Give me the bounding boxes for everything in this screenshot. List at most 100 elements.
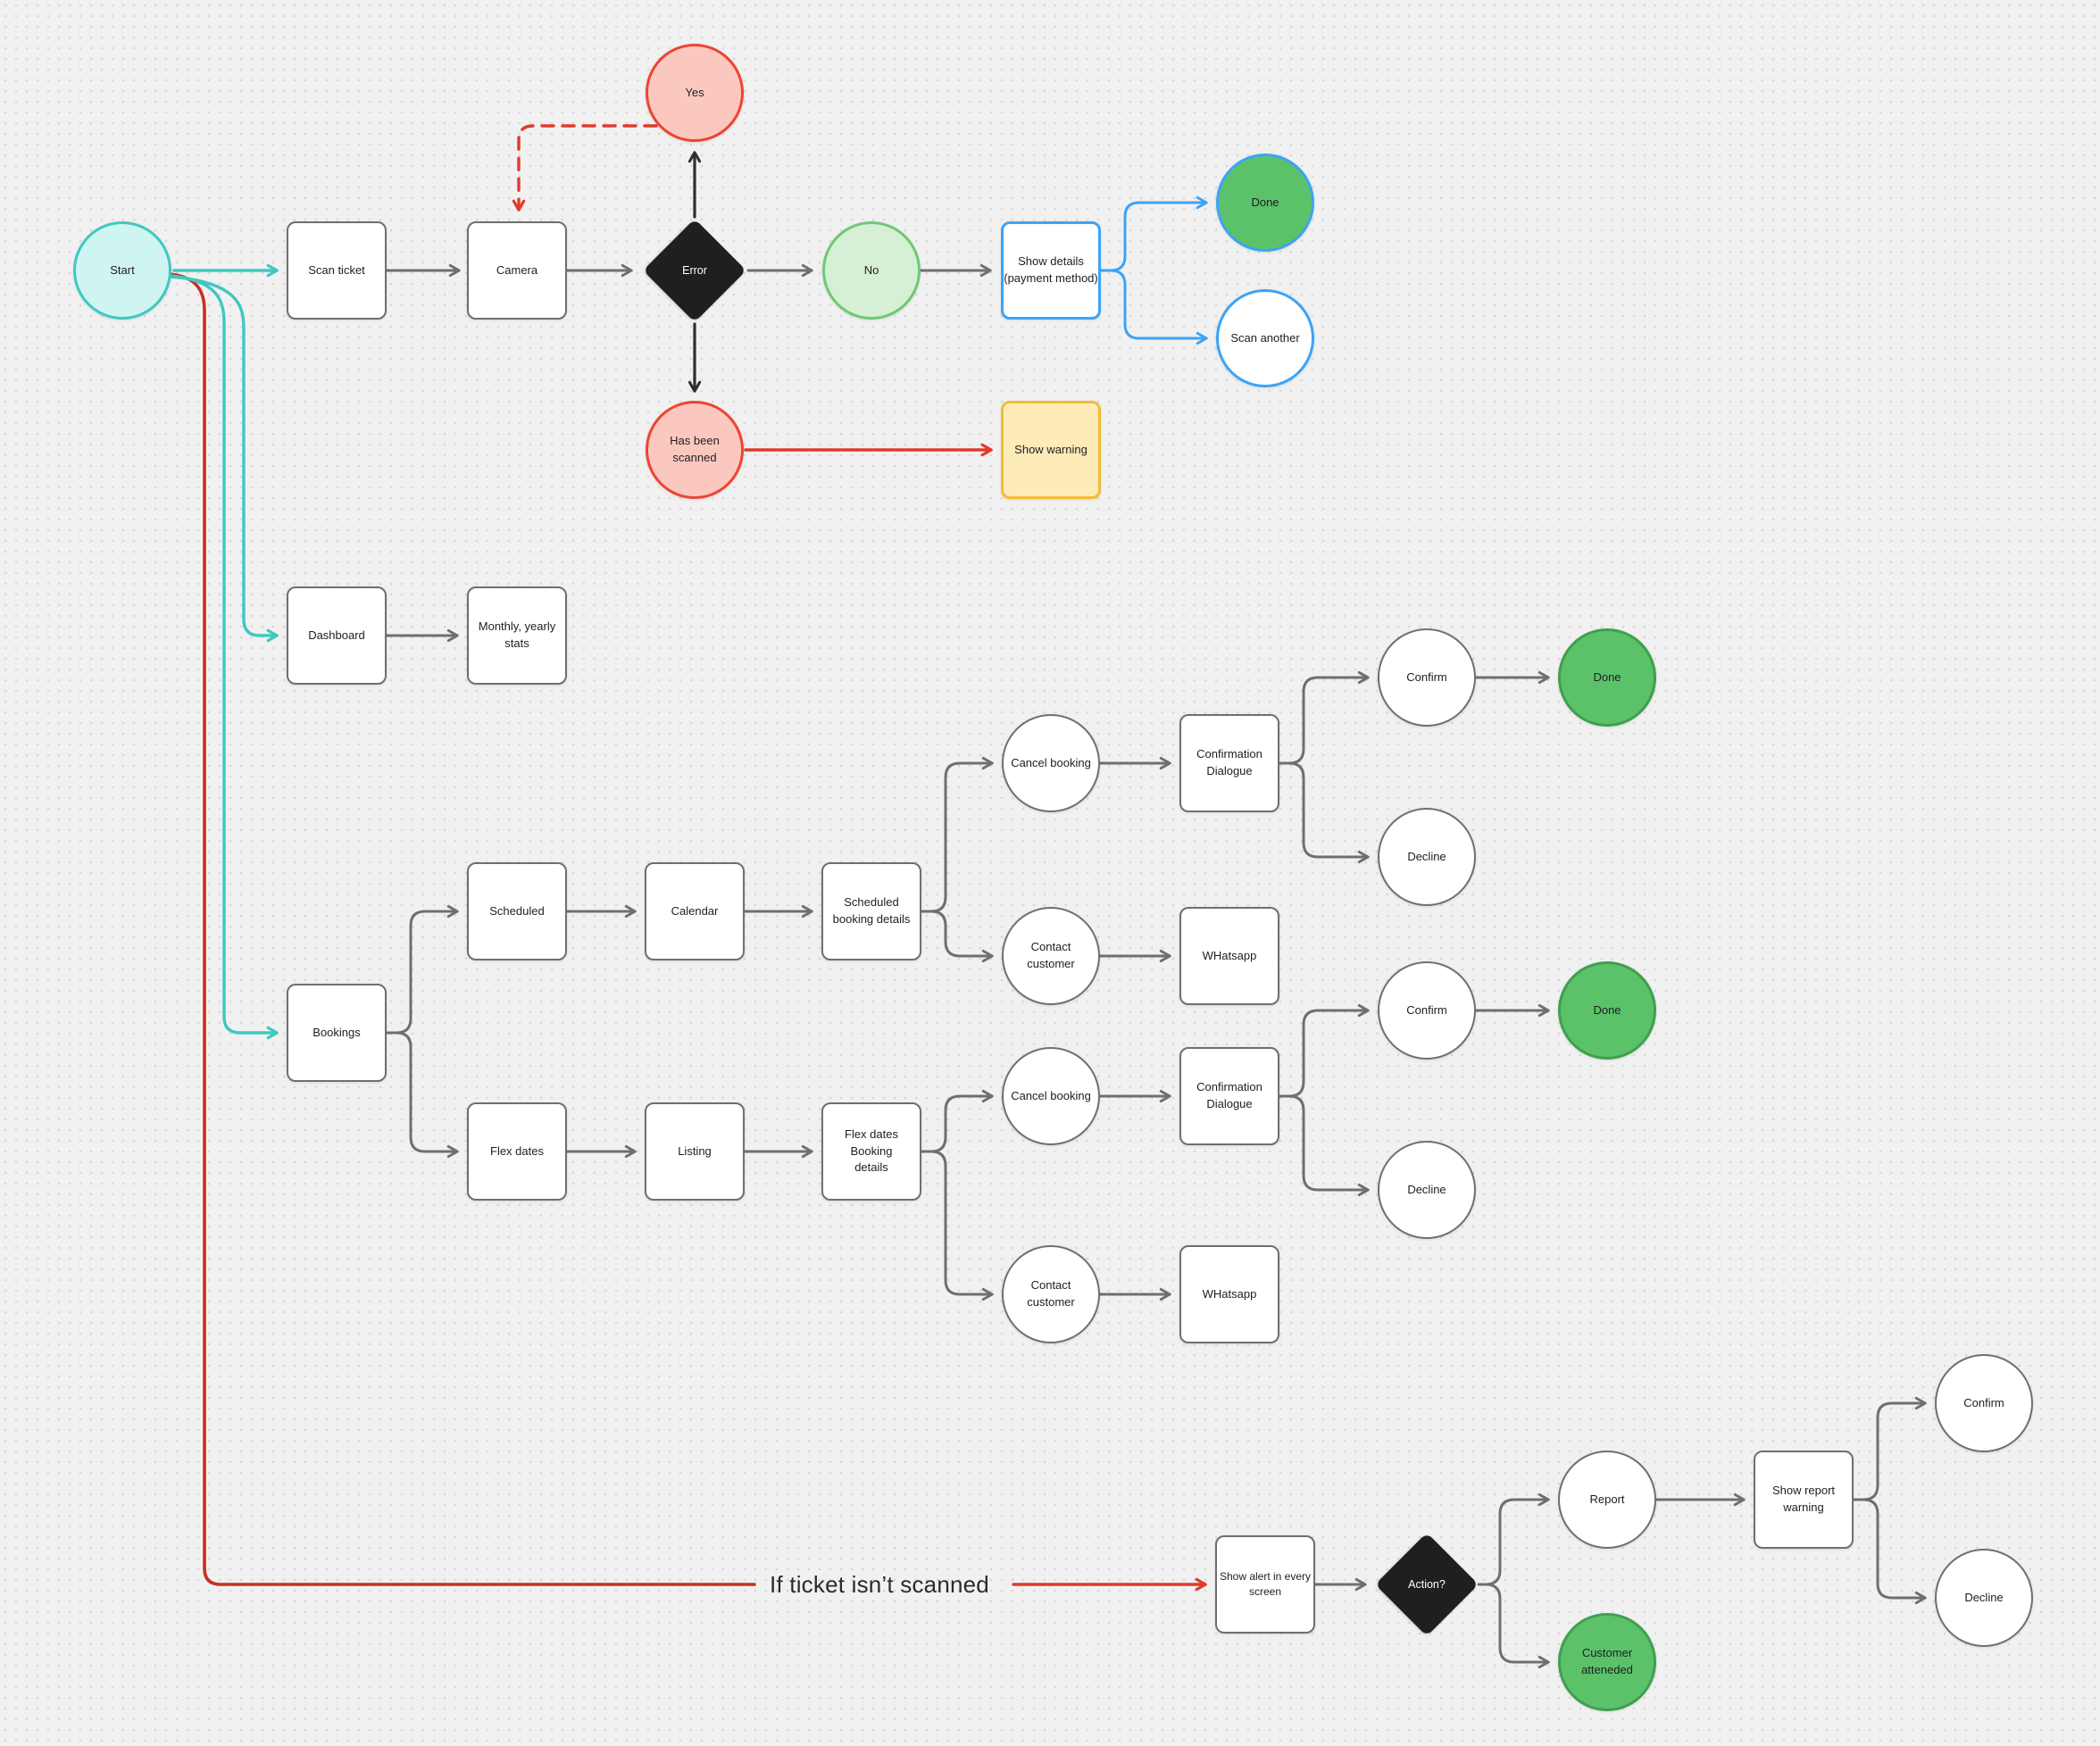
node-report-label: Report xyxy=(1589,1492,1625,1506)
node-flex-dates-label: Flex dates xyxy=(490,1143,544,1158)
connector-action-customer-attended[interactable] xyxy=(1484,1583,1550,1669)
node-dashboard-label: Dashboard xyxy=(308,628,365,642)
node-calendar-label: Calendar xyxy=(671,903,719,918)
node-bookings[interactable]: Bookings xyxy=(287,984,387,1082)
node-show-details[interactable]: Show details (payment method) xyxy=(1001,221,1101,320)
node-flex-dates-booking-details[interactable]: Flex dates Booking details xyxy=(821,1102,921,1201)
node-show-alert[interactable]: Show alert in every screen xyxy=(1215,1535,1315,1634)
node-decline-2-label: Decline xyxy=(1407,1182,1446,1196)
node-error-label: Error xyxy=(682,263,707,277)
connector-show-report-confirm3[interactable] xyxy=(1852,1396,1927,1501)
node-whatsapp-2[interactable]: WHatsapp xyxy=(1179,1245,1279,1343)
node-decline-1[interactable]: Decline xyxy=(1378,808,1476,906)
node-decline-1-label: Decline xyxy=(1407,849,1446,863)
node-customer-attended-label: Customer atteneded xyxy=(1581,1646,1633,1676)
node-contact-customer-1-label: Contact customer xyxy=(1027,940,1075,970)
node-action-label: Action? xyxy=(1408,1577,1446,1591)
connector-show-details-scan-another[interactable] xyxy=(1109,269,1208,345)
connector-sched-details-contact1[interactable] xyxy=(929,910,994,963)
connector-flex-details-contact2[interactable] xyxy=(929,1150,994,1301)
node-report[interactable]: Report xyxy=(1558,1451,1656,1549)
node-show-warning-label: Show warning xyxy=(1014,442,1088,456)
node-scan-ticket[interactable]: Scan ticket xyxy=(287,221,387,320)
node-customer-attended[interactable]: Customer atteneded xyxy=(1558,1613,1656,1711)
node-has-been-scanned[interactable]: Has been scanned xyxy=(646,401,744,499)
node-confirm-3[interactable]: Confirm xyxy=(1935,1354,2033,1452)
connector-bookings-scheduled[interactable] xyxy=(385,904,459,1035)
node-contact-customer-2[interactable]: Contact customer xyxy=(1002,1245,1100,1343)
node-cancel-booking-2-label: Cancel booking xyxy=(1011,1088,1091,1102)
node-done-scan-flow-label: Done xyxy=(1251,195,1279,209)
node-error-decision[interactable]: Error xyxy=(643,219,746,322)
node-listing[interactable]: Listing xyxy=(645,1102,745,1201)
node-monthly-stats[interactable]: Monthly, yearly stats xyxy=(467,586,567,685)
node-show-report-warning[interactable]: Show report warning xyxy=(1754,1451,1854,1549)
connector-sched-details-cancel1[interactable] xyxy=(920,756,994,913)
node-dashboard[interactable]: Dashboard xyxy=(287,586,387,685)
node-scan-ticket-label: Scan ticket xyxy=(308,262,365,277)
node-start[interactable]: Start xyxy=(73,221,171,320)
connector-confdlg2-confirm2[interactable] xyxy=(1278,1003,1370,1098)
connector-show-details-done[interactable] xyxy=(1099,195,1208,272)
node-confirmation-dialogue-2-label: Confirmation Dialogue xyxy=(1196,1080,1262,1110)
node-listing-label: Listing xyxy=(678,1143,712,1158)
node-confirm-3-label: Confirm xyxy=(1963,1395,2004,1409)
node-flex-dates-booking-details-label: Flex dates Booking details xyxy=(845,1127,898,1175)
connector-flex-details-cancel2[interactable] xyxy=(920,1089,994,1153)
node-confirmation-dialogue-1-label: Confirmation Dialogue xyxy=(1196,747,1262,777)
node-yes-label: Yes xyxy=(685,85,704,99)
connector-confdlg2-decline2[interactable] xyxy=(1288,1094,1370,1197)
node-confirmation-dialogue-1[interactable]: Confirmation Dialogue xyxy=(1179,714,1279,812)
connector-confdlg1-decline1[interactable] xyxy=(1288,761,1370,864)
node-decline-2[interactable]: Decline xyxy=(1378,1141,1476,1239)
node-confirm-2-label: Confirm xyxy=(1406,1002,1447,1017)
node-yes[interactable]: Yes xyxy=(646,44,744,142)
node-confirm-1-label: Confirm xyxy=(1406,669,1447,684)
node-contact-customer-2-label: Contact customer xyxy=(1027,1278,1075,1309)
node-cancel-booking-2[interactable]: Cancel booking xyxy=(1002,1047,1100,1145)
node-monthly-stats-label: Monthly, yearly stats xyxy=(478,619,556,650)
node-scan-another-label: Scan another xyxy=(1230,330,1300,345)
node-confirmation-dialogue-2[interactable]: Confirmation Dialogue xyxy=(1179,1047,1279,1145)
node-done-scan-flow[interactable]: Done xyxy=(1216,154,1314,252)
node-done-1-label: Done xyxy=(1593,669,1621,684)
node-show-details-label: Show details (payment method) xyxy=(1004,254,1098,285)
node-show-report-warning-label: Show report warning xyxy=(1771,1484,1836,1514)
node-flex-dates[interactable]: Flex dates xyxy=(467,1102,567,1201)
node-camera-label: Camera xyxy=(496,262,538,277)
node-decline-3-label: Decline xyxy=(1964,1590,2004,1604)
connector-bookings-flex[interactable] xyxy=(395,1031,459,1159)
node-show-warning[interactable]: Show warning xyxy=(1001,401,1101,499)
node-done-2[interactable]: Done xyxy=(1558,961,1656,1060)
node-no-label: No xyxy=(863,262,879,277)
node-decline-3[interactable]: Decline xyxy=(1935,1549,2033,1647)
node-bookings-label: Bookings xyxy=(312,1025,361,1039)
node-show-alert-label: Show alert in every screen xyxy=(1219,1569,1312,1598)
connector-action-report[interactable] xyxy=(1477,1492,1550,1586)
connector-start-dashboard[interactable] xyxy=(169,275,279,643)
node-whatsapp-1[interactable]: WHatsapp xyxy=(1179,907,1279,1005)
node-calendar[interactable]: Calendar xyxy=(645,862,745,960)
node-confirm-1[interactable]: Confirm xyxy=(1378,628,1476,727)
if-ticket-not-scanned-label[interactable]: If ticket isn’t scanned xyxy=(770,1570,989,1598)
node-whatsapp-2-label: WHatsapp xyxy=(1202,1286,1257,1301)
node-scheduled-booking-details[interactable]: Scheduled booking details xyxy=(821,862,921,960)
connector-yes-camera-dashed[interactable] xyxy=(512,124,658,212)
node-scan-another[interactable]: Scan another xyxy=(1216,289,1314,387)
node-cancel-booking-1[interactable]: Cancel booking xyxy=(1002,714,1100,812)
node-done-2-label: Done xyxy=(1593,1002,1621,1017)
connector-start-bookings[interactable] xyxy=(169,274,279,1040)
connector-confdlg1-confirm1[interactable] xyxy=(1278,670,1370,765)
node-whatsapp-1-label: WHatsapp xyxy=(1202,948,1257,962)
node-contact-customer-1[interactable]: Contact customer xyxy=(1002,907,1100,1005)
node-camera[interactable]: Camera xyxy=(467,221,567,320)
node-confirm-2[interactable]: Confirm xyxy=(1378,961,1476,1060)
node-start-label: Start xyxy=(110,262,135,277)
connector-show-report-decline3[interactable] xyxy=(1862,1498,1927,1605)
node-done-1[interactable]: Done xyxy=(1558,628,1656,727)
node-no[interactable]: No xyxy=(822,221,921,320)
node-action-decision[interactable]: Action? xyxy=(1375,1533,1479,1636)
node-scheduled[interactable]: Scheduled xyxy=(467,862,567,960)
